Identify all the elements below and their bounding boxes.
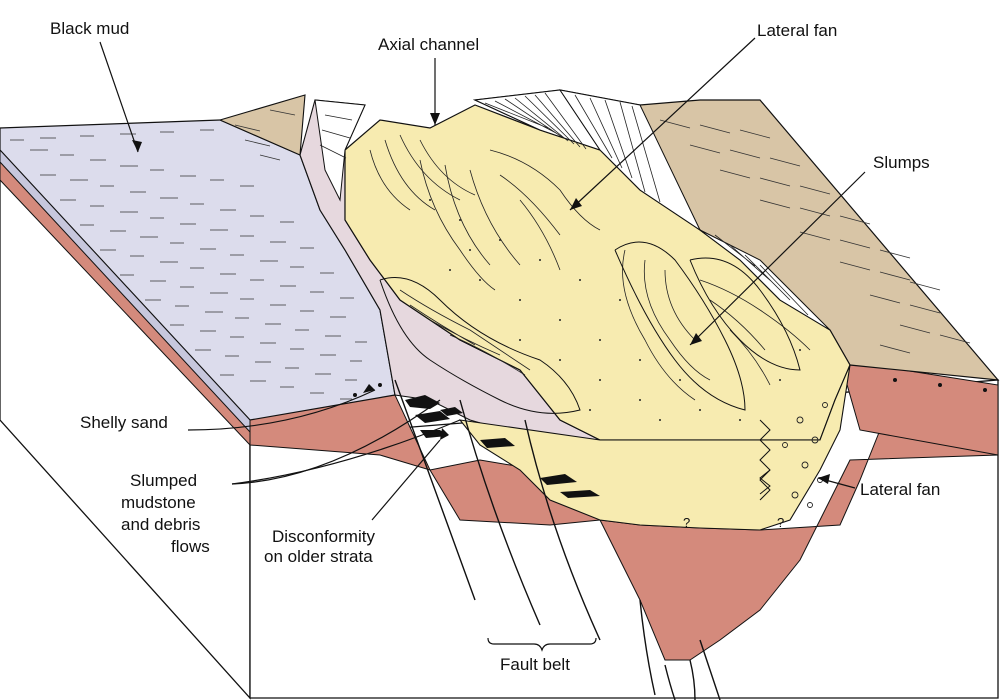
label-lateral-fan-right: Lateral fan bbox=[860, 480, 940, 499]
fault-2 bbox=[459, 399, 541, 626]
leader-black-mud bbox=[99, 41, 139, 153]
leader-lateral-fan-top bbox=[569, 37, 756, 211]
slump-lobes bbox=[379, 241, 801, 414]
leader-slumped-2 bbox=[231, 419, 461, 485]
fault-4 bbox=[639, 599, 656, 696]
arrow-heads bbox=[132, 113, 830, 484]
label-slumped-1: Slumped bbox=[130, 471, 197, 490]
older-strata-front bbox=[249, 394, 999, 661]
older-strata-right bbox=[839, 359, 999, 456]
label-slumped-2: mudstone bbox=[121, 493, 196, 512]
label-question-1: ? bbox=[683, 515, 690, 530]
left-highland bbox=[218, 94, 306, 156]
label-disconformity-1: Disconformity bbox=[272, 527, 375, 546]
fault-3 bbox=[524, 419, 601, 641]
label-question-2: ? bbox=[777, 515, 784, 530]
label-fault-belt: Fault belt bbox=[500, 655, 570, 674]
label-slumped-4: flows bbox=[171, 537, 210, 556]
label-disconformity-2: on older strata bbox=[264, 547, 373, 566]
leader-slumps bbox=[689, 171, 866, 346]
shell-markers bbox=[353, 378, 987, 397]
label-lateral-fan-top: Lateral fan bbox=[757, 21, 837, 40]
conglomerate-dots bbox=[782, 402, 828, 508]
label-slumped-3: and debris bbox=[121, 515, 200, 534]
label-black-mud: Black mud bbox=[50, 19, 129, 38]
fan-dots bbox=[429, 199, 801, 421]
fault-1 bbox=[394, 379, 476, 601]
fault-5 bbox=[689, 659, 696, 700]
leader-slumped-1 bbox=[231, 399, 441, 485]
fan-texture bbox=[369, 134, 811, 401]
fault-7 bbox=[664, 664, 676, 700]
subsurface-fan-wedge bbox=[458, 364, 851, 531]
leader-disconformity bbox=[371, 439, 441, 521]
label-shelly-sand: Shelly sand bbox=[80, 413, 168, 432]
fault-6 bbox=[699, 639, 721, 700]
highland-texture bbox=[234, 109, 971, 354]
debris-flows bbox=[405, 395, 600, 498]
black-mud-texture bbox=[10, 129, 367, 400]
label-slumps: Slumps bbox=[873, 153, 930, 172]
leader-shelly-sand bbox=[187, 389, 376, 431]
leader-lines bbox=[99, 37, 866, 652]
fault-belt-brace bbox=[487, 637, 597, 652]
black-mud-edge bbox=[0, 149, 251, 434]
fault-scarps bbox=[314, 89, 831, 331]
label-axial-channel: Axial channel bbox=[378, 35, 479, 54]
fault-lines bbox=[394, 379, 721, 700]
interfingering bbox=[759, 419, 771, 501]
